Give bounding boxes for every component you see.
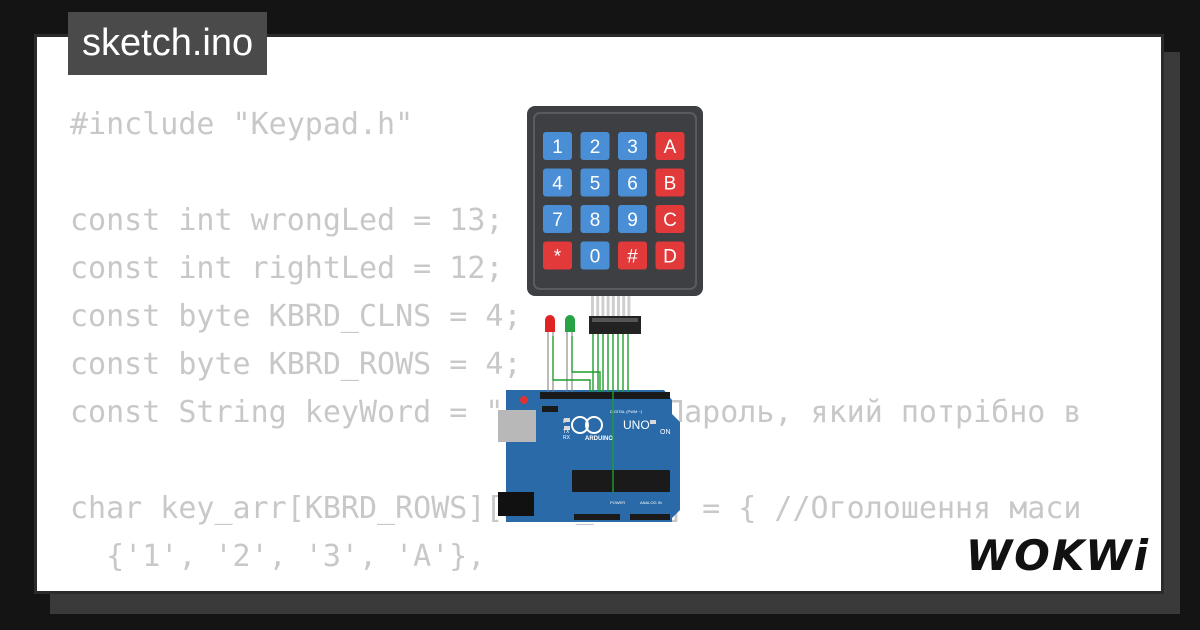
digital-label: DIGITAL (PWM ~) — [610, 409, 643, 414]
file-tab[interactable]: sketch.ino — [68, 12, 268, 75]
keypad-key-*[interactable]: * — [543, 241, 572, 270]
key-label: * — [554, 247, 562, 268]
key-label: 0 — [590, 247, 601, 268]
key-label: 7 — [552, 210, 563, 231]
keypad-key-4[interactable]: 4 — [543, 168, 572, 197]
board-brand-label: ARDUINO — [585, 436, 613, 442]
key-label: B — [664, 174, 677, 195]
key-label: 9 — [627, 210, 638, 231]
keypad[interactable]: 1 2 3 A 4 5 6 B 7 8 9 C * 0 # D — [527, 106, 703, 296]
key-label: # — [627, 247, 638, 268]
key-label: A — [664, 137, 677, 158]
header-pin — [596, 296, 600, 318]
tx-label: TX — [563, 429, 570, 435]
board-model-label: UNO — [623, 418, 650, 432]
key-label: 1 — [552, 137, 563, 158]
code-line: const byte KBRD_CLNS = 4; — [70, 299, 522, 334]
keypad-key-C[interactable]: C — [655, 205, 685, 233]
keypad-key-8[interactable]: 8 — [580, 205, 610, 233]
keypad-key-2[interactable]: 2 — [580, 132, 610, 160]
code-line: const byte KBRD_ROWS = 4; — [70, 347, 522, 382]
rx-label: RX — [563, 435, 571, 441]
keypad-key-B[interactable]: B — [655, 168, 685, 197]
header-pin — [606, 296, 610, 318]
code-line: #include "Keypad.h" — [70, 107, 414, 142]
keypad-key-A[interactable]: A — [655, 132, 685, 160]
power-label: POWER — [610, 500, 625, 505]
header-pin — [622, 296, 626, 318]
key-label: 3 — [627, 137, 638, 158]
key-label: 8 — [590, 210, 601, 231]
on-label: ON — [660, 429, 671, 436]
code-line: const int rightLed = 12; — [70, 251, 504, 286]
header-pin — [611, 296, 615, 318]
wires — [552, 334, 629, 492]
keypad-key-D[interactable]: D — [655, 241, 685, 270]
keypad-key-3[interactable]: 3 — [618, 132, 647, 160]
code-line: {'1', '2', '3', 'A'}, — [70, 539, 486, 574]
keypad-key-9[interactable]: 9 — [618, 205, 647, 233]
key-label: C — [663, 210, 677, 231]
header-pin — [591, 296, 594, 318]
keypad-key-1[interactable]: 1 — [543, 132, 572, 160]
analog-label: ANALOG IN — [640, 500, 662, 505]
keypad-key-#[interactable]: # — [618, 241, 647, 270]
code-line: const int wrongLed = 13; — [70, 203, 504, 238]
code-line: {'4', '5', '6', 'B'}, — [70, 581, 1081, 591]
code-line: const String keyWord = "1234"; //Пароль,… — [70, 395, 1082, 430]
key-label: D — [663, 247, 677, 268]
header-pin — [601, 296, 605, 318]
wokwi-logo: WOKWi — [965, 531, 1150, 580]
keypad-key-7[interactable]: 7 — [543, 205, 572, 233]
arduino-uno-board[interactable]: UNO ARDUINO ON TX RX L DIGITAL (PWM ~) P… — [498, 390, 680, 522]
keypad-key-5[interactable]: 5 — [580, 168, 610, 197]
code-view: #include "Keypad.h" const int wrongLed = … — [70, 101, 1082, 591]
key-label: 2 — [590, 137, 601, 158]
l-label: L — [563, 419, 566, 425]
header-pin — [617, 296, 620, 318]
keypad-connector — [589, 296, 641, 334]
keypad-key-0[interactable]: 0 — [580, 241, 610, 270]
key-label: 6 — [627, 174, 638, 195]
keypad-key-6[interactable]: 6 — [618, 168, 647, 197]
header-pin — [627, 296, 631, 318]
key-label: 4 — [552, 174, 563, 195]
key-label: 5 — [590, 174, 601, 195]
